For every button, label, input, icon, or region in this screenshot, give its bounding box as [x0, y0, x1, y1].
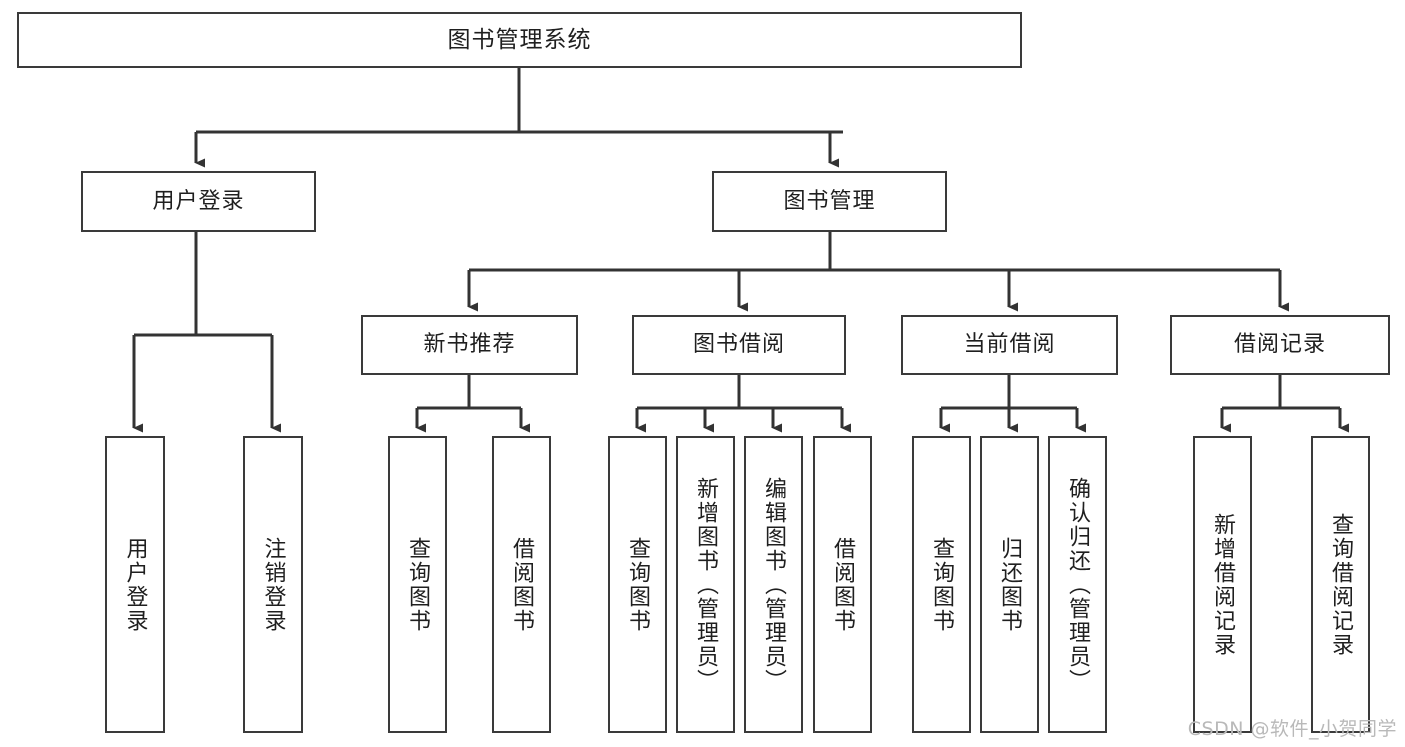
node-label: 新增借阅记录: [1210, 512, 1236, 657]
node-label: 新增图书（管理员）: [693, 476, 719, 693]
leaf-query-book-current[interactable]: 查询图书: [912, 436, 971, 733]
node-label: 图书借阅: [692, 332, 785, 358]
node-label: 借阅图书: [830, 536, 856, 633]
node-label: 用户登录: [122, 536, 148, 633]
leaf-add-book-admin[interactable]: 新增图书（管理员）: [676, 436, 735, 733]
node-label: 查询借阅记录: [1328, 512, 1354, 657]
node-label: 新书推荐: [423, 332, 516, 358]
node-label: 当前借阅: [963, 332, 1056, 358]
node-borrow-record[interactable]: 借阅记录: [1170, 315, 1390, 375]
node-label: 借阅记录: [1233, 332, 1326, 358]
leaf-add-borrow-record[interactable]: 新增借阅记录: [1193, 436, 1252, 733]
leaf-edit-book-admin[interactable]: 编辑图书（管理员）: [744, 436, 803, 733]
node-label: 借阅图书: [509, 536, 535, 633]
node-label: 查询图书: [625, 536, 651, 633]
leaf-logout[interactable]: 注销登录: [243, 436, 303, 733]
node-book-management[interactable]: 图书管理: [712, 171, 947, 232]
leaf-query-book-borrow[interactable]: 查询图书: [608, 436, 667, 733]
node-user-login[interactable]: 用户登录: [81, 171, 316, 232]
leaf-confirm-return-admin[interactable]: 确认归还（管理员）: [1048, 436, 1107, 733]
leaf-borrow-book[interactable]: 借阅图书: [813, 436, 872, 733]
node-label: 图书管理: [783, 188, 876, 214]
leaf-query-borrow-record[interactable]: 查询借阅记录: [1311, 436, 1370, 733]
leaf-borrow-book-recommend[interactable]: 借阅图书: [492, 436, 551, 733]
node-new-book-recommend[interactable]: 新书推荐: [361, 315, 578, 375]
node-root-library-system[interactable]: 图书管理系统: [17, 12, 1022, 68]
node-label: 编辑图书（管理员）: [761, 476, 787, 693]
watermark: CSDN @软件_小贺同学: [1187, 718, 1397, 740]
node-label: 图书管理系统: [447, 26, 592, 53]
node-book-borrow[interactable]: 图书借阅: [632, 315, 846, 375]
node-label: 确认归还（管理员）: [1065, 476, 1091, 693]
node-current-borrow[interactable]: 当前借阅: [901, 315, 1118, 375]
leaf-user-login[interactable]: 用户登录: [105, 436, 165, 733]
node-label: 注销登录: [260, 536, 286, 633]
leaf-query-book-recommend[interactable]: 查询图书: [388, 436, 447, 733]
node-label: 用户登录: [152, 188, 245, 214]
node-label: 查询图书: [929, 536, 955, 633]
node-label: 查询图书: [405, 536, 431, 633]
leaf-return-book[interactable]: 归还图书: [980, 436, 1039, 733]
node-label: 归还图书: [997, 536, 1023, 633]
